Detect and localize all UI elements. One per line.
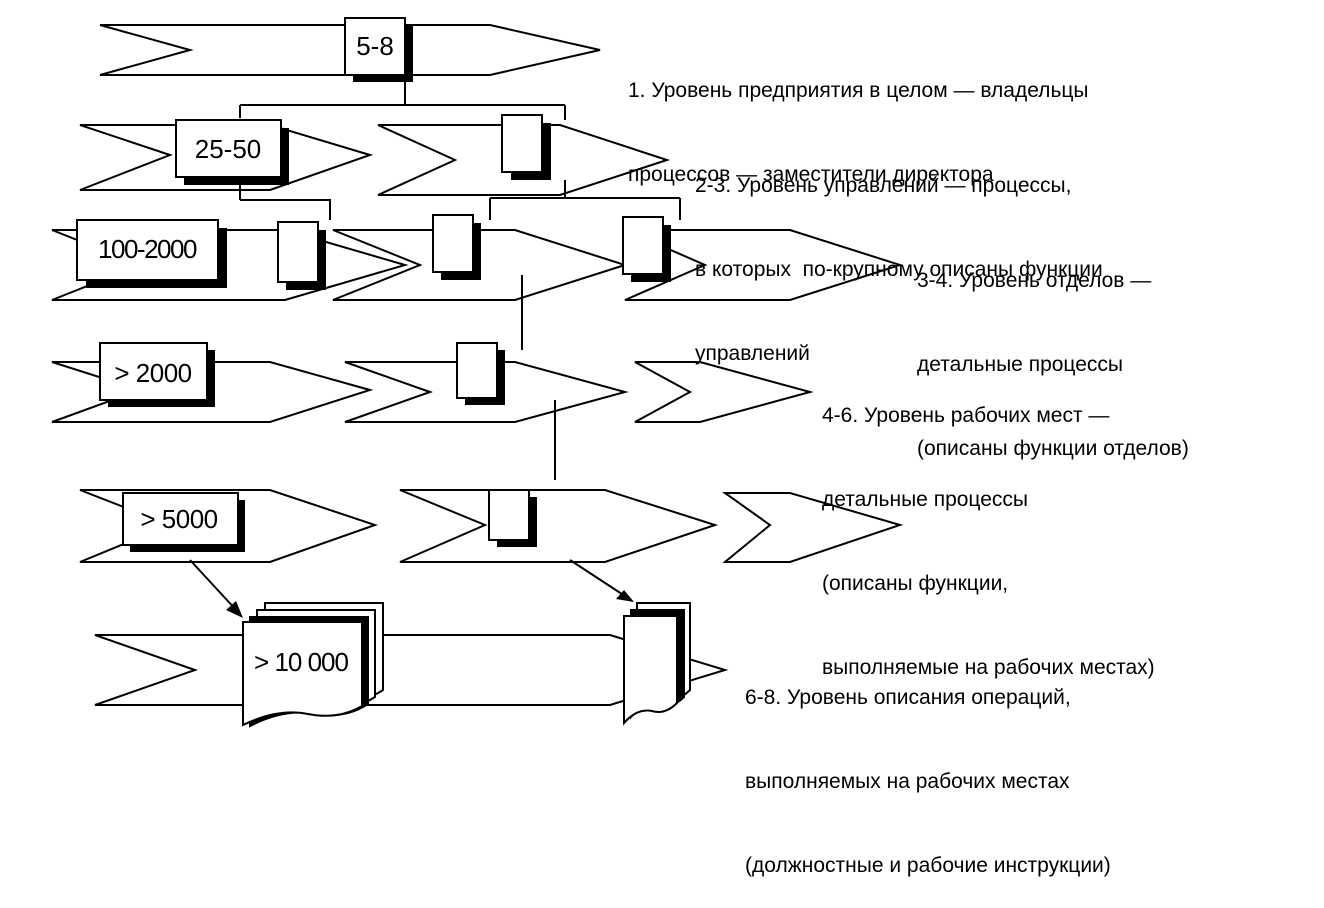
process-box	[277, 221, 319, 283]
process-arrow	[624, 229, 904, 301]
count-label: > 5000	[140, 504, 217, 534]
arrowhead	[226, 601, 243, 618]
description-line: выполняемых на рабочих местах	[745, 770, 1070, 793]
count-label: 5-8	[356, 31, 394, 61]
document-stack	[242, 602, 384, 728]
connector-line	[489, 180, 681, 220]
description-line: в которых по-крупному описаны функции	[695, 258, 1103, 281]
arrow-line	[569, 559, 629, 599]
level-description: 3-4. Уровень отделов — детальные процесс…	[917, 211, 1189, 491]
description-line: управлений	[695, 342, 810, 365]
level-description: 4-6. Уровень рабочих мест — детальные пр…	[822, 346, 1155, 710]
count-box	[175, 119, 282, 178]
count-box	[99, 342, 208, 401]
count-label: 25-50	[195, 134, 262, 164]
count-box	[344, 17, 406, 76]
description-line: процессов — заместители директора	[628, 163, 994, 186]
process-arrow	[399, 489, 719, 563]
count-label: > 10 000	[254, 647, 348, 677]
process-arrow	[721, 492, 904, 563]
description-line: 6-8. Уровень описания операций,	[745, 686, 1071, 709]
count-label: > 2000	[114, 358, 191, 388]
process-box	[456, 342, 498, 399]
level-description: 6-8. Уровень описания операций, выполняе…	[745, 628, 1111, 908]
process-box	[622, 216, 664, 275]
level-description: 1. Уровень предприятия в целом — владель…	[628, 21, 1089, 217]
process-levels-diagram: 5-8 25-50 100-2000 > 2000 > 5000 > 10 00…	[51, 17, 904, 728]
description-line: (описаны функции отделов)	[917, 437, 1189, 460]
count-box	[122, 492, 239, 546]
process-box	[432, 214, 474, 273]
arrow-line	[189, 559, 239, 613]
process-arrow	[634, 361, 814, 423]
description-line: (должностные и рабочие инструкции)	[745, 854, 1111, 877]
description-line: (описаны функции,	[822, 572, 1009, 595]
level-description: 2-3. Уровень управлений — процессы, в ко…	[695, 116, 1103, 396]
description-line: 4-6. Уровень рабочих мест —	[822, 404, 1110, 427]
description-line: 1. Уровень предприятия в целом — владель…	[628, 79, 1089, 102]
process-box	[501, 114, 543, 173]
count-box	[76, 219, 219, 281]
description-line: детальные процессы	[822, 488, 1028, 511]
description-line: детальные процессы	[917, 353, 1123, 376]
count-label: 100-2000	[98, 234, 197, 264]
document-stack	[623, 602, 691, 726]
description-line: 2-3. Уровень управлений — процессы,	[695, 174, 1072, 197]
arrowhead	[616, 590, 634, 602]
connector-line	[239, 82, 566, 120]
description-line: 3-4. Уровень отделов —	[917, 269, 1152, 292]
description-line: выполняемые на рабочих местах)	[822, 656, 1155, 679]
process-box	[488, 489, 530, 541]
